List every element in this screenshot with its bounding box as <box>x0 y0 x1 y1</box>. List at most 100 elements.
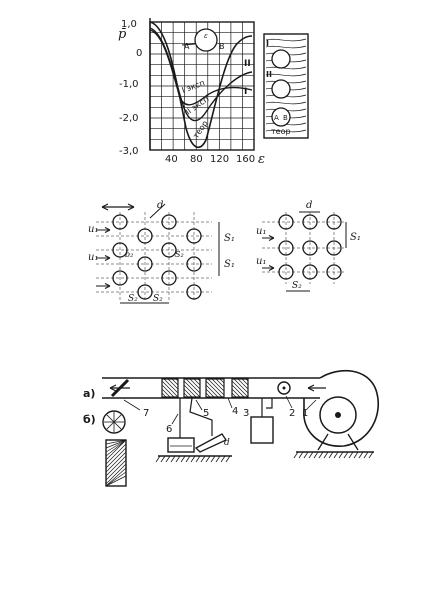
hatch-line <box>180 455 186 463</box>
streamline <box>265 129 307 133</box>
manometer-tube-b <box>189 397 213 436</box>
hatch-line <box>105 439 127 461</box>
hatch-line <box>338 451 344 459</box>
hatch-line <box>205 392 211 398</box>
manometer-incline <box>194 433 227 453</box>
roman-two-label: II <box>244 59 251 69</box>
hatch-line <box>368 451 374 459</box>
duct-flow-arrow-left-head <box>109 384 117 392</box>
tube-bank-staggered <box>96 212 212 300</box>
inset-tube-circle <box>194 28 218 52</box>
hatch-line <box>328 451 334 459</box>
flow-label-theory: теор <box>271 127 291 136</box>
hatch-line <box>215 378 225 388</box>
flow-label-b: B <box>283 114 288 122</box>
inset-label-a: A <box>184 42 190 51</box>
fan-base-right-leg <box>347 433 359 451</box>
hatch-line <box>343 451 349 459</box>
streamline <box>265 45 307 49</box>
hatch-line <box>220 455 226 463</box>
hatch-line <box>333 451 339 459</box>
hatch-line <box>105 463 127 485</box>
hatch-line <box>231 380 249 398</box>
x-axis-symbol: ε <box>258 152 265 167</box>
num-1: 1 <box>302 408 308 419</box>
hatch-line <box>241 378 249 386</box>
hatch-line <box>245 378 249 382</box>
x-tick-160: 160 <box>236 154 255 165</box>
num-7: 7 <box>143 408 149 419</box>
s2-label-right-bank: S₂ <box>292 281 302 291</box>
cylinder-section-circle <box>102 410 126 434</box>
hatch-line <box>189 378 201 390</box>
probe-leads <box>261 398 273 412</box>
flow-arrow-head <box>268 235 275 241</box>
hatch-line <box>207 378 225 396</box>
hatch-line <box>105 447 127 469</box>
d-label-left: d <box>157 200 163 211</box>
hatch-line <box>200 455 206 463</box>
hatch-line <box>160 455 166 463</box>
flow-label-a: A <box>274 114 279 122</box>
tube-circle <box>137 228 153 244</box>
pointer-4 <box>227 397 233 409</box>
duct-hatched-blocks <box>161 378 249 398</box>
x-tick-120: 120 <box>210 154 229 165</box>
x-tick-40: 40 <box>165 154 178 165</box>
hatch-line <box>205 455 211 463</box>
flow-roman-two: II <box>266 70 272 79</box>
hatch-line <box>170 455 176 463</box>
flow-strip: I II A B теор <box>263 33 309 139</box>
inset-label-b: B <box>219 42 225 51</box>
pointer-7 <box>123 399 141 411</box>
hatch-line <box>183 384 197 398</box>
num-3: 3 <box>243 408 249 419</box>
s1-label-bottom: S₁ <box>224 259 235 270</box>
flow-tube-mid <box>271 79 291 99</box>
flow-strip-frame <box>263 33 309 139</box>
flow-arrow-head <box>104 255 111 261</box>
s1-label-top: S₁ <box>224 233 235 244</box>
hatch-line <box>105 455 127 477</box>
hatch-line <box>183 380 201 398</box>
hatch-line <box>183 388 193 398</box>
y-axis-symbol: p̄ <box>118 27 127 42</box>
duct-flow-arrow-right-head <box>307 384 315 392</box>
flow-roman-one: I <box>266 39 269 48</box>
hatch-line <box>237 378 249 390</box>
hatch-line <box>161 384 175 398</box>
u1-label-bottom: u₁ <box>88 252 98 263</box>
fan-volute <box>303 370 380 447</box>
u1-label-right-top: u₁ <box>256 226 266 237</box>
fan-hub <box>335 412 341 418</box>
s2-label-left: S₂ <box>128 294 138 304</box>
hatch-line <box>211 378 225 392</box>
label-a: а) <box>83 387 95 400</box>
hatch-line <box>161 388 171 398</box>
y-tick-0: 0 <box>136 48 142 59</box>
d-label-right: d <box>306 200 312 211</box>
hatch-line <box>171 378 179 386</box>
pointer-1 <box>305 399 317 411</box>
hatch-line <box>303 451 309 459</box>
hatch-line <box>183 392 189 398</box>
hatch-line <box>167 378 179 390</box>
label-b: б) <box>83 413 96 426</box>
hatch-line <box>225 455 231 463</box>
num-2: 2 <box>289 408 295 419</box>
probe-wheel <box>277 381 291 395</box>
hatch-line <box>205 388 215 398</box>
num-5: 5 <box>203 408 209 419</box>
s1-label-right: S₁ <box>350 232 361 243</box>
s2-label-right: S₂ <box>153 294 163 304</box>
hatch-line <box>348 451 354 459</box>
spoke <box>106 414 115 423</box>
hatch-line <box>155 455 161 463</box>
hatch-line <box>210 455 216 463</box>
hatch-line <box>293 451 299 459</box>
streamline <box>265 38 307 42</box>
hatch-line <box>313 451 319 459</box>
hatch-line <box>233 378 249 394</box>
hatch-line <box>105 439 127 457</box>
